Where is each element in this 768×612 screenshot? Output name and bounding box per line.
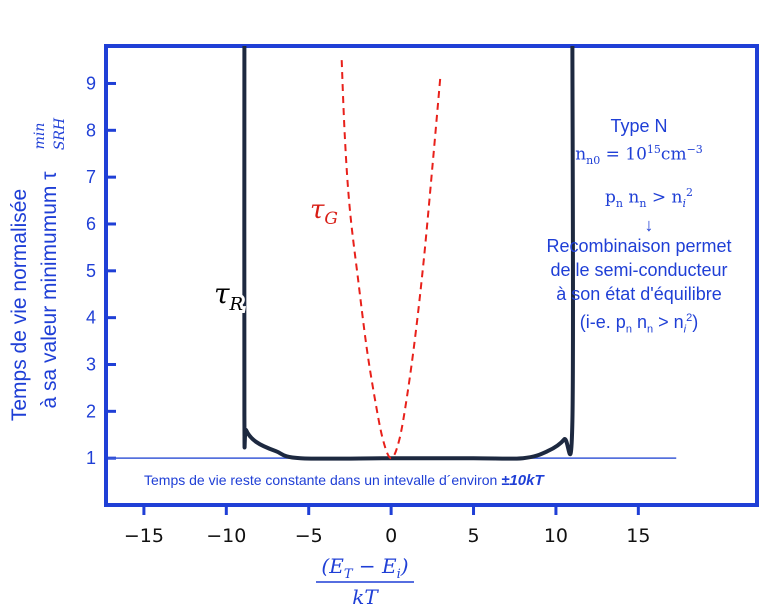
annotation-doping: nn0 = 1015cm−3 <box>575 143 703 168</box>
x-tick-label: −5 <box>295 525 323 547</box>
x-tick-label: 10 <box>544 525 568 547</box>
annotation-condition: pn nn > ni2 <box>605 186 693 211</box>
y-tick-label: 6 <box>86 214 96 234</box>
annotation-type: Type N <box>610 116 668 136</box>
x-tick-label: −15 <box>124 525 164 547</box>
x-tick-label: 15 <box>626 525 650 547</box>
annotation-bottom: Temps de vie reste constante dans un int… <box>144 472 545 489</box>
y-tick-label: 3 <box>86 354 96 374</box>
annotation-line6: à son état d'équilibre <box>556 284 722 305</box>
y-tick-label: 7 <box>86 167 96 187</box>
series-tau-r <box>242 45 576 461</box>
x-tick-label: −10 <box>206 525 246 547</box>
ylabel-sub: SRH <box>52 117 68 150</box>
annotation-arrow: ↓ <box>644 215 654 236</box>
y-tick-label: 8 <box>86 120 96 140</box>
ylabel-sup: min <box>32 123 48 150</box>
y-tick-label: 4 <box>86 308 96 328</box>
y-tick-label: 9 <box>86 73 96 93</box>
x-tick-label: 5 <box>467 525 479 547</box>
annotation-line4: Recombinaison permet <box>546 236 732 257</box>
y-axis: 1 2 3 4 5 6 7 8 9 <box>86 73 116 468</box>
annotation-line5: de le semi-conducteur <box>550 260 728 281</box>
annotation-line7: (i-e. pn nn > ni2) <box>579 312 699 336</box>
series-label-tau-g: τG <box>310 195 338 229</box>
annotation-right: Type N nn0 = 1015cm−3 pn nn > ni2 ↓ Reco… <box>534 114 744 342</box>
y-tick-label: 5 <box>86 261 96 281</box>
xlabel-numerator: (ET − Ei) <box>321 554 408 582</box>
y-tick-label: 1 <box>86 448 96 468</box>
y-tick-label: 2 <box>86 401 96 421</box>
plot-frame <box>104 44 759 507</box>
series-label-tau-r: τR <box>214 277 243 315</box>
ylabel-line2: à sa valeur minimumum τ <box>38 171 61 409</box>
ylabel-line1: Temps de vie normalisée <box>8 189 31 421</box>
series-tau-g <box>340 60 442 460</box>
x-tick-label: 0 <box>385 525 397 547</box>
xlabel-denominator: kT <box>352 585 379 609</box>
x-axis: −15 −10 −5 0 5 10 15 <box>124 507 650 547</box>
